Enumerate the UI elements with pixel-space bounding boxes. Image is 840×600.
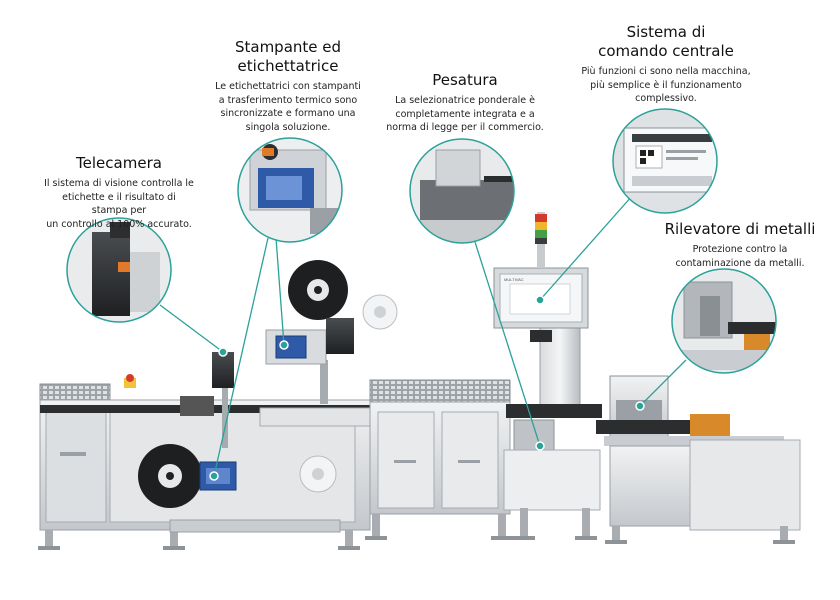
leader-lines: [159, 195, 687, 477]
weighing-detail-icon: [409, 138, 515, 244]
callout-weighing: Pesatura La selezionatrice ponderale è c…: [380, 71, 550, 135]
callout-text: Protezione contro la contaminazione da m…: [675, 244, 805, 269]
callout-camera: Telecamera Il sistema di visione control…: [44, 154, 194, 231]
callout-title: Pesatura: [432, 71, 498, 89]
callout-text: Il sistema di visione controlla le etich…: [44, 178, 194, 230]
callout-text: La selezionatrice ponderale è completame…: [386, 95, 544, 133]
callout-title: Sistema di comando centrale: [598, 23, 734, 60]
callout-metal: Rilevatore di metalli Protezione contro …: [650, 220, 830, 270]
printer-detail-icon: [237, 137, 343, 243]
screen-brand: MULTIVAC: [504, 277, 524, 282]
callout-title: Telecamera: [76, 154, 162, 172]
callout-dots: [209, 295, 645, 481]
checkweigher-module: [365, 212, 602, 540]
callout-text: Le etichettatrici con stampanti a trasfe…: [215, 81, 361, 133]
camera-detail-icon: [66, 217, 172, 323]
callout-text: Più funzioni ci sono nella macchina, più…: [581, 66, 751, 104]
callout-control: Sistema di comando centrale Più funzioni…: [578, 23, 754, 106]
metal-detector-module: [596, 375, 801, 544]
touchscreen-detail-icon: [612, 108, 718, 214]
callout-printer: Stampante ed etichettatrice Le etichetta…: [210, 38, 366, 134]
metal-detector-detail-icon: [671, 268, 777, 374]
callout-title: Stampante ed etichettatrice: [234, 38, 342, 75]
callout-title: Rilevatore di metalli: [664, 220, 816, 238]
left-module: [38, 260, 398, 550]
